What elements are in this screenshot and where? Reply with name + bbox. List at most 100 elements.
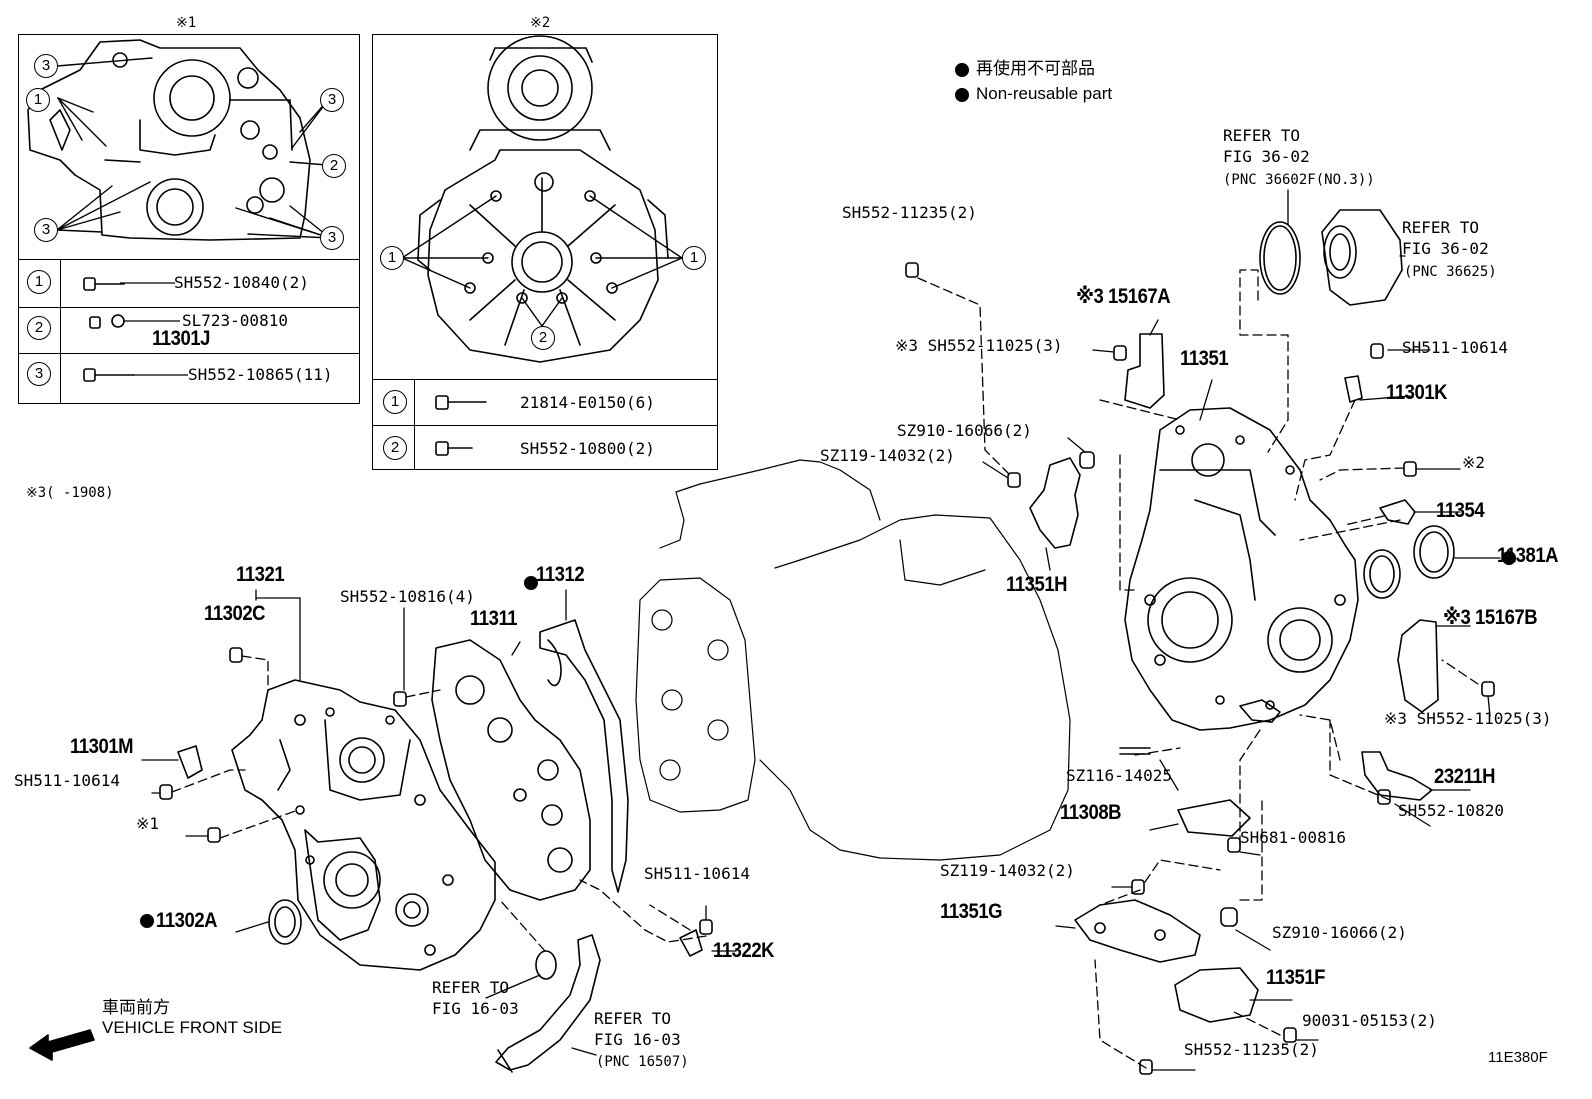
part-15167a: ※3 15167A: [1076, 285, 1171, 308]
refer-fig-16-03-b: REFER TO: [594, 1009, 672, 1028]
part-sh511-10614-right: SH511-10614: [1402, 338, 1508, 357]
non-reusable-dots: [140, 63, 1516, 928]
leader-line: [132, 374, 188, 376]
front-arrow-icon: [29, 1029, 95, 1061]
refer-fig-36-02-a: REFER TO: [1223, 126, 1301, 145]
inset1-callout: 3: [320, 226, 344, 250]
engine-block-outline: [635, 459, 1071, 861]
refer-fig-36-02-b: (PNC 36625): [1404, 264, 1497, 280]
housing-11351: [1124, 407, 1359, 731]
vehicle-front-en: VEHICLE FRONT SIDE: [102, 1018, 283, 1037]
inset1-row2-num: 2: [27, 316, 51, 340]
refer-fig-16-03-a: REFER TO: [432, 978, 510, 997]
part-sh552-11025-left: ※3 SH552-11025(3): [895, 336, 1063, 355]
refer-fig-16-03-b: FIG 16-03: [594, 1030, 681, 1049]
inset2-callout: 2: [531, 326, 555, 350]
vehicle-front-jp: 車両前方: [102, 998, 170, 1017]
refer-fig-36-02-a: FIG 36-02: [1223, 147, 1310, 166]
refer-fig-16-03-b: (PNC 16507): [596, 1054, 689, 1070]
inset1-callout: 3: [34, 218, 58, 242]
part-sh552-11235-bottom: SH552-11235(2): [1184, 1040, 1319, 1059]
part-11312: 11312: [536, 563, 585, 586]
bracket-15167: [1124, 333, 1439, 713]
part-sz119-14032-bottom: SZ119-14032(2): [940, 861, 1075, 880]
oil-pipe: [495, 934, 601, 1073]
legend-en: Non-reusable part: [976, 84, 1113, 103]
refer-fig-36-02-b: REFER TO: [1402, 218, 1480, 237]
inset1-row1-num: 1: [27, 270, 51, 294]
part-11301k: 11301K: [1386, 381, 1448, 404]
gasket-11312: [539, 619, 629, 893]
part-sh511-10614-left: SH511-10614: [14, 771, 120, 790]
part-11322k: 11322K: [713, 939, 775, 962]
part-sh681-00816: SH681-00816: [1240, 828, 1346, 847]
solid-leaders: [141, 189, 1501, 1071]
refer-fig-36-02-b: FIG 36-02: [1402, 239, 1489, 258]
inset1-row1-code: SH552-10840(2): [174, 273, 309, 292]
inset2-row1-code: 21814-E0150(6): [520, 393, 655, 412]
inset1-row2-code: SL723-00810: [182, 311, 288, 330]
leader-line: [124, 320, 180, 322]
part-sh552-10816: SH552-10816(4): [340, 587, 475, 606]
part-11351g: 11351G: [940, 900, 1003, 923]
part-sh552-11235-top: SH552-11235(2): [842, 203, 977, 222]
inset1-callout: 2: [322, 154, 346, 178]
refer-fig-36-02-a: (PNC 36602F(NO.3)): [1223, 172, 1375, 188]
inset2-box: [372, 34, 718, 470]
part-11381a: 11381A: [1497, 544, 1559, 567]
seal-retainer: [1259, 209, 1403, 306]
inset1-box: [18, 34, 360, 404]
inset1-callout: 3: [320, 88, 344, 112]
inset1-bolt-icons: [83, 277, 135, 382]
part-sz116-14025: SZ116-14025: [1066, 766, 1172, 785]
plate-11311: [431, 639, 591, 901]
sensors-and-small-parts: [177, 375, 1433, 957]
inset2-row2-code: SH552-10800(2): [520, 439, 655, 458]
legend-jp: 再使用不可部品: [976, 59, 1095, 78]
mount-brackets: [1074, 899, 1259, 1023]
part-sh511-10614-mid: SH511-10614: [644, 864, 750, 883]
inset1-callout: 1: [26, 88, 50, 112]
part-15167b: ※3 15167B: [1443, 606, 1538, 629]
inset1-row2-sub: 11301J: [152, 327, 211, 350]
inset1-callout: 3: [34, 54, 58, 78]
inset2-row2-num: 2: [383, 436, 407, 460]
inset2-header: ※2: [530, 15, 551, 31]
dashed-leaders: [171, 269, 1479, 1069]
part-11351: 11351: [1180, 347, 1229, 370]
inset1-drawing: [27, 39, 311, 241]
part-23211h: 23211H: [1434, 765, 1496, 788]
part-11302a: 11302A: [156, 909, 218, 932]
leader-line: [120, 282, 175, 284]
refer-fig-16-03-a: FIG 16-03: [432, 999, 519, 1018]
inset1-leaders: [56, 57, 331, 239]
inset1-header: ※1: [176, 15, 197, 31]
oil-seals-right: [1363, 499, 1455, 599]
inset2-bolt-icons: [435, 395, 487, 456]
inset2-callout: 1: [682, 246, 706, 270]
part-sh552-10820: SH552-10820: [1398, 801, 1504, 820]
part-11311: 11311: [470, 607, 518, 630]
inset2-row1-num: 1: [383, 390, 407, 414]
inset1-row3-num: 3: [27, 362, 51, 386]
part-sz910-16066-bottom: SZ910-16066(2): [1272, 923, 1407, 942]
inset1-row3-code: SH552-10865(11): [188, 365, 333, 384]
part-sz910-16066-top: SZ910-16066(2): [897, 421, 1032, 440]
timing-cover-11321: [231, 679, 496, 971]
part-90031-05153: 90031-05153(2): [1302, 1011, 1437, 1030]
inset2-callout: 1: [380, 246, 404, 270]
part-11354: 11354: [1436, 499, 1485, 522]
part-11308b: 11308B: [1060, 801, 1122, 824]
seal-11302a: [268, 899, 302, 945]
mark-1: ※1: [136, 814, 160, 833]
bracket-11351h: [1029, 451, 1095, 549]
note-3: ※3( -1908): [26, 485, 114, 501]
inset2-drawing: [417, 35, 669, 363]
part-11351h: 11351H: [1006, 573, 1068, 596]
figure-code: 11E380F: [1488, 1049, 1548, 1066]
part-11351f: 11351F: [1266, 966, 1326, 989]
part-11302c: 11302C: [204, 602, 266, 625]
bolt-icons: [159, 262, 1495, 1075]
part-sh552-11025-right: ※3 SH552-11025(3): [1384, 709, 1552, 728]
